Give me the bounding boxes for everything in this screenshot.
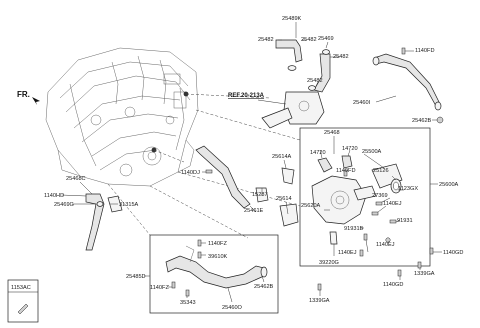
- part-label-25462B-top: 25462B: [412, 118, 432, 124]
- part-label-25460I: 25460I: [353, 100, 371, 106]
- bolt-1140GD-a: [429, 247, 434, 255]
- inset-frame-1153AC: [7, 279, 39, 323]
- water-outlet-fitting: [261, 91, 325, 129]
- part-label-27369: 27369: [372, 193, 388, 199]
- part-label-25482-b: 25482: [301, 37, 317, 43]
- part-label-14720-b: 14720: [342, 146, 358, 152]
- part-label-25468-a: 25468: [324, 130, 340, 136]
- part-label-1140EJ-b: 1140EJ: [376, 242, 395, 248]
- part-label-25462B-bottom: 25462B: [254, 284, 274, 290]
- part-label-14720-a: 14720: [310, 150, 326, 156]
- front-orientation-label: FR.: [17, 90, 30, 99]
- bolt-1339GA-b: [317, 283, 322, 291]
- water-pipe-25460I: [372, 47, 444, 124]
- part-label-39220G: 39220G: [319, 260, 339, 266]
- inset-label-1153AC: 1153AC: [11, 285, 31, 291]
- part-label-25469G: 25469G: [54, 202, 74, 208]
- part-label-1140FZ-a: 1140FZ: [208, 241, 227, 247]
- part-label-39610K: 39610K: [208, 254, 228, 260]
- part-label-1140FZ-b: 1140FZ: [150, 285, 169, 291]
- front-arrow-icon: [32, 97, 40, 105]
- lower-pipe-assembly-frame: [149, 234, 279, 314]
- upper-bypass-hoses: [275, 39, 331, 93]
- part-label-1140FD-top: 1140FD: [415, 48, 435, 54]
- reference-label-20-213A[interactable]: REF.20-213A: [228, 93, 265, 99]
- part-label-25482-a: 25482: [258, 37, 274, 43]
- part-label-1140GD-a: 1140GD: [443, 250, 463, 256]
- part-label-25489K: 25489K: [282, 16, 302, 22]
- lower-water-pipe-25460O: [165, 239, 268, 297]
- part-label-25468C: 25468C: [66, 176, 86, 182]
- part-label-31315A: 31315A: [119, 202, 139, 208]
- part-label-25460O: 25460O: [222, 305, 243, 311]
- part-label-1140EJ-a: 1140EJ: [383, 201, 402, 207]
- part-label-25485D: 25485D: [126, 274, 146, 280]
- part-label-1339GA-b: 1339GA: [309, 298, 330, 304]
- part-label-25482-d: 25482: [307, 78, 323, 84]
- part-label-25614: 25614: [276, 196, 292, 202]
- part-label-1140HD: 1140HD: [44, 193, 64, 199]
- part-label-1123GX: 1123GX: [398, 186, 418, 192]
- part-label-25500A: 25500A: [362, 149, 382, 155]
- part-label-15287: 15287: [252, 192, 268, 198]
- plug-1153AC-icon: [17, 303, 29, 315]
- part-label-1140EJ-c: 1140EJ: [338, 250, 357, 256]
- part-label-35343: 35343: [180, 300, 196, 306]
- part-label-25600A: 25600A: [439, 182, 459, 188]
- thermostat-housing-assembly-frame: [299, 127, 431, 267]
- part-label-25126: 25126: [373, 168, 389, 174]
- engine-block-drawing: [45, 47, 199, 187]
- part-label-25614A: 25614A: [272, 154, 292, 160]
- part-label-91931B: 91931B: [344, 226, 364, 232]
- part-label-91931: 91931: [397, 218, 413, 224]
- part-label-1140DJ: 1140DJ: [181, 170, 200, 176]
- heater-hose-25468C: [85, 193, 123, 251]
- part-label-25469: 25469: [318, 36, 334, 42]
- bolt-1140GD-b: [397, 269, 402, 277]
- part-label-1140FD-mid: 1140FD: [336, 168, 356, 174]
- thermostat-housing-assembly: [311, 155, 403, 257]
- part-label-1339GA-a: 1339GA: [414, 271, 435, 277]
- part-label-25482-c: 25482: [333, 54, 349, 60]
- bolt-1339GA-a: [417, 261, 422, 269]
- part-label-1140GD-b: 1140GD: [383, 282, 403, 288]
- part-label-25461E: 25461E: [244, 208, 264, 214]
- coolant-pipe-25461E: [195, 145, 299, 227]
- part-label-25620A: 25620A: [301, 203, 321, 209]
